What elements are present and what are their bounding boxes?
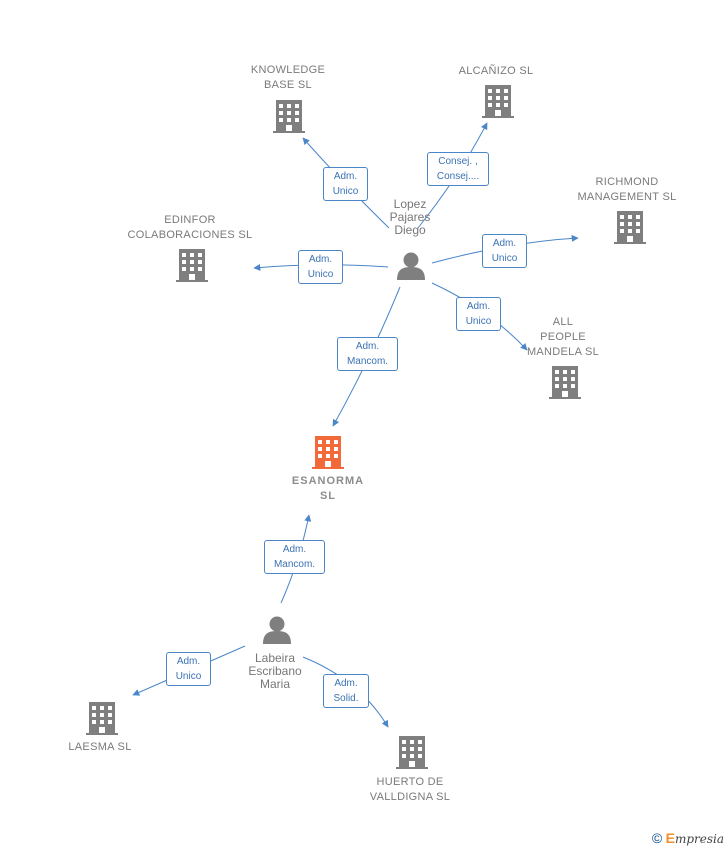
company-label-knowledge-base[interactable]: KNOWLEDGE BASE SL [250, 64, 326, 91]
edge-label-lopez-allpeople: Adm. Unico [456, 297, 501, 331]
building-icon[interactable] [273, 100, 305, 133]
company-label-all-people[interactable]: ALL PEOPLE MANDELA SL [526, 316, 600, 358]
building-icon[interactable] [396, 736, 428, 769]
person-label-labeira[interactable]: Labeira Escribano Maria [248, 651, 302, 691]
edge-label-lopez-edinfor: Adm. Unico [298, 250, 343, 284]
edge-label-lopez-esanorma: Adm. Mancom. [337, 337, 398, 371]
person-icon[interactable] [397, 252, 425, 281]
building-icon[interactable] [614, 211, 646, 244]
edge-label-lopez-knowledge: Adm. Unico [323, 167, 368, 201]
brand-logo-initial: E [665, 830, 675, 846]
focus-building-icon[interactable] [312, 436, 344, 469]
edge-label-labeira-esanorma: Adm. Mancom. [264, 540, 325, 574]
company-label-esanorma[interactable]: ESANORMA SL [291, 475, 365, 502]
edge-label-lopez-richmond: Adm. Unico [482, 234, 527, 268]
footer-watermark: © Empresia [652, 830, 724, 846]
building-icon[interactable] [176, 249, 208, 282]
person-icon[interactable] [263, 616, 291, 645]
building-icon[interactable] [482, 85, 514, 118]
edge-label-lopez-alcanizo: Consej. , Consej.... [427, 152, 489, 186]
building-icon[interactable] [549, 366, 581, 399]
company-label-alcanizo[interactable]: ALCAÑIZO SL [458, 65, 534, 77]
company-label-laesma[interactable]: LAESMA SL [68, 741, 132, 753]
company-label-edinfor[interactable]: EDINFOR COLABORACIONES SL [127, 214, 253, 241]
brand-logo-text: mpresia [674, 832, 724, 846]
company-label-richmond[interactable]: RICHMOND MANAGEMENT SL [577, 176, 677, 203]
building-icon[interactable] [86, 702, 118, 735]
company-label-huerto[interactable]: HUERTO DE VALLDIGNA SL [369, 776, 451, 803]
person-label-lopez[interactable]: Lopez Pajares Diego [389, 197, 431, 237]
edge-label-labeira-huerto: Adm. Solid. [323, 674, 369, 708]
edge-label-labeira-laesma: Adm. Unico [166, 652, 211, 686]
copyright-icon: © [651, 830, 663, 846]
